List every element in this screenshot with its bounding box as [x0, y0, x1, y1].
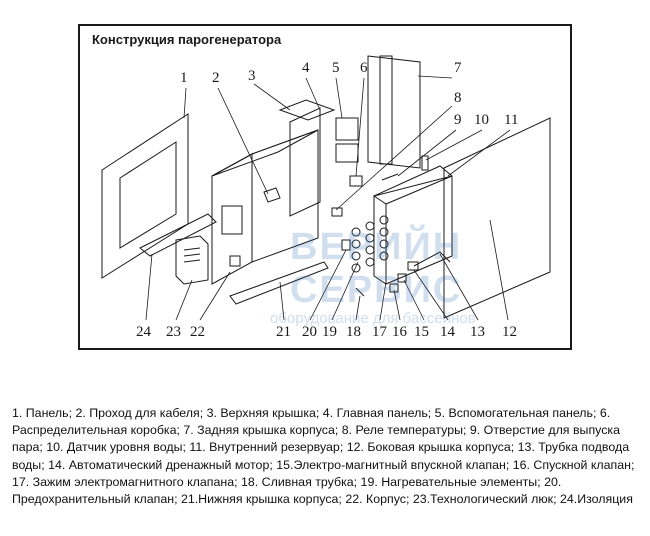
callout-10: 10 — [474, 112, 489, 128]
level-sensor-10 — [421, 155, 429, 171]
drain-motor-14 — [407, 261, 419, 271]
callout-22: 22 — [190, 324, 205, 340]
back-cover-7 — [367, 55, 421, 169]
panel-1-window — [119, 141, 177, 249]
callout-4: 4 — [302, 60, 310, 76]
callout-5: 5 — [332, 60, 340, 76]
callout-12: 12 — [502, 324, 517, 340]
inner-tank-11 — [373, 165, 453, 285]
side-cover-12 — [443, 117, 551, 319]
callout-15: 15 — [414, 324, 429, 340]
callout-6: 6 — [360, 60, 368, 76]
callout-7: 7 — [454, 60, 462, 76]
callout-24: 24 — [136, 324, 152, 340]
legend-text: 1. Панель; 2. Проход для кабеля; 3. Верх… — [12, 406, 635, 507]
figure-title: Конструкция парогенератора — [92, 32, 282, 47]
inlet-valve-15 — [397, 273, 407, 283]
figure-frame: Конструкция парогенератора — [78, 24, 572, 350]
callout-13: 13 — [470, 324, 485, 340]
cable-pass-2 — [263, 187, 281, 203]
top-cover-3 — [278, 99, 336, 121]
callout-19: 19 — [322, 324, 337, 340]
bottom-cover-21 — [229, 261, 329, 305]
inlet-tube-13 — [413, 251, 451, 267]
callout-14: 14 — [440, 324, 456, 340]
callout-18: 18 — [346, 324, 361, 340]
drain-pipe-18 — [355, 287, 365, 297]
steam-outlet-9 — [381, 173, 399, 181]
main-panel-4 — [289, 107, 321, 217]
callout-8: 8 — [454, 90, 462, 106]
callout-2: 2 — [212, 70, 220, 86]
junction-box-6 — [349, 175, 363, 187]
callout-23: 23 — [166, 324, 181, 340]
insulation-24 — [139, 213, 217, 257]
exploded-view-diagram: 1 2 3 4 5 6 7 8 9 10 11 12 13 14 15 16 1… — [101, 55, 551, 340]
callout-9: 9 — [454, 112, 462, 128]
temp-relay-8 — [331, 207, 343, 217]
callout-16: 16 — [392, 324, 408, 340]
heating-elements-19 — [351, 215, 389, 273]
callout-1: 1 — [180, 70, 188, 86]
panel-1 — [101, 113, 189, 279]
callout-11: 11 — [504, 112, 518, 128]
callout-21: 21 — [276, 324, 291, 340]
callout-3: 3 — [248, 68, 256, 84]
aux-panel-5 — [335, 117, 359, 141]
hatch-23 — [175, 235, 209, 285]
callout-17: 17 — [372, 324, 388, 340]
safety-valve-20 — [341, 239, 351, 251]
callout-20: 20 — [302, 324, 317, 340]
